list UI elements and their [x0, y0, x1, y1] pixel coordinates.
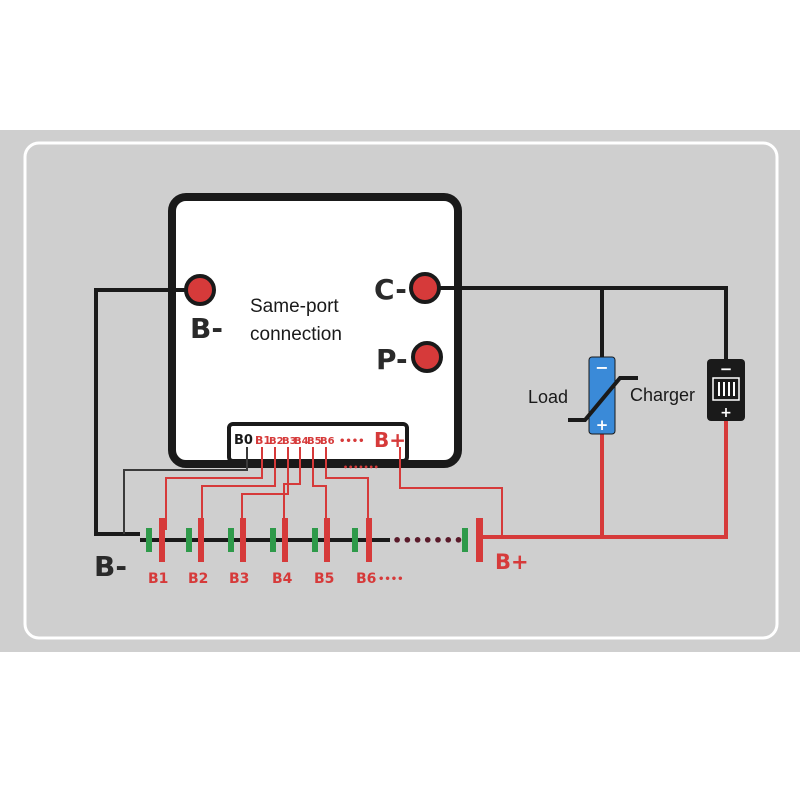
- cell-b5: [312, 518, 330, 562]
- inner-frame: [23, 141, 779, 640]
- center-label-line2: connection: [250, 324, 342, 345]
- pack-b-plus-label: B+: [495, 550, 529, 574]
- red-main-wires: [480, 420, 728, 539]
- pack-b-minus-label: B-: [94, 550, 127, 583]
- black-wires: [94, 286, 728, 536]
- bms-board: [168, 193, 462, 468]
- cell-b4: [270, 518, 288, 562]
- pack-more-cells: ••••: [378, 574, 404, 585]
- load-component: − +: [568, 356, 638, 435]
- cell-b1: [146, 518, 165, 562]
- pin-c-minus: [409, 272, 441, 304]
- board-pins: [184, 272, 443, 373]
- cell-b2: [186, 518, 204, 562]
- pack-cell-label-b4: B4: [272, 571, 293, 587]
- load-plus-sign: +: [596, 416, 609, 434]
- pack-cell-label-b5: B5: [314, 571, 334, 587]
- pin-p-minus: [411, 341, 443, 373]
- load-variable-arrow: [568, 376, 638, 422]
- header-pin-more: ••••: [339, 436, 365, 447]
- header-pin-b2: B2: [269, 436, 284, 447]
- pack-series-ellipsis: •••••••: [392, 531, 464, 550]
- pack-cell-label-b3: B3: [229, 571, 249, 587]
- header-pin-b0: B0: [234, 433, 253, 448]
- header-pin-b5: B5: [307, 436, 322, 447]
- load-minus-sign: −: [595, 358, 608, 377]
- header-pin-b4: B4: [294, 436, 309, 447]
- header-pin-b3: B3: [282, 436, 297, 447]
- charger-minus-sign: −: [720, 360, 733, 378]
- header-pin-b6: B6: [320, 436, 335, 447]
- pin-b-minus-label: B-: [190, 312, 223, 345]
- header-pin-b1: B1: [255, 434, 271, 447]
- pin-c-minus-label: C-: [374, 273, 407, 306]
- charger-plus-sign: +: [720, 405, 732, 421]
- pin-p-minus-label: P-: [376, 343, 408, 376]
- cell-b3: [228, 518, 246, 562]
- b0-balance-wire: [123, 447, 248, 534]
- load-label: Load: [528, 387, 568, 407]
- header-dots-below: •••••••: [343, 463, 379, 472]
- balance-wires: [165, 447, 503, 536]
- cell-b6: [352, 518, 372, 562]
- pack-cell-label-b6: B6: [356, 571, 376, 587]
- header-pin-b-plus: B+: [374, 428, 406, 452]
- pack-cell-label-b2: B2: [188, 571, 208, 587]
- charger-component: − +: [707, 359, 745, 421]
- balance-header: [227, 422, 409, 463]
- center-label-line1: Same-port: [250, 296, 339, 317]
- charger-label: Charger: [630, 385, 695, 405]
- battery-pack: [140, 518, 483, 562]
- cell-last: [462, 518, 483, 562]
- pin-b-minus: [184, 274, 216, 306]
- pack-cell-label-b1: B1: [148, 571, 168, 587]
